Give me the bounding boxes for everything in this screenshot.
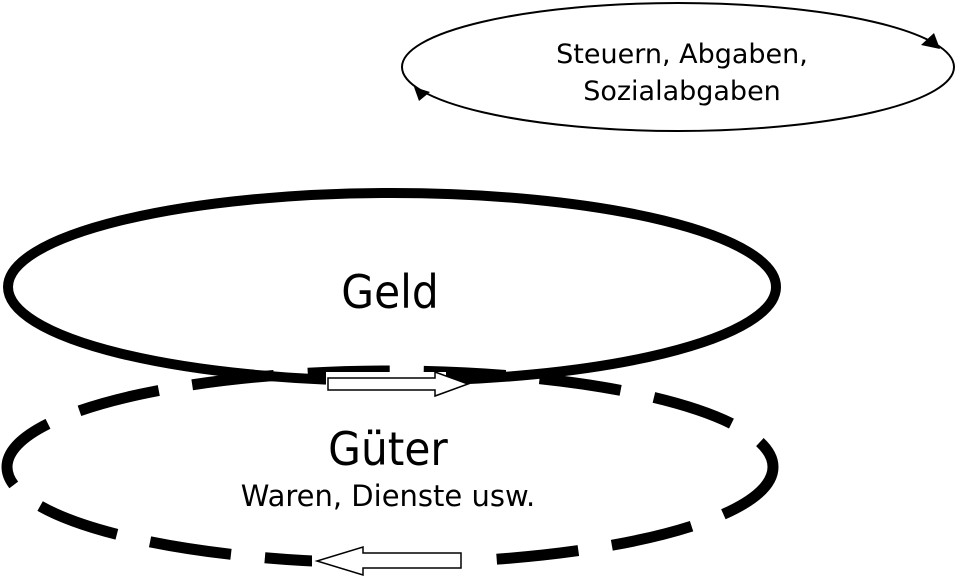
goods-flow-arrow <box>312 545 467 577</box>
arrow-right-outline-icon <box>327 370 471 398</box>
goods-label: Güter <box>328 422 448 476</box>
taxes-ellipse <box>401 2 955 132</box>
money-flow-arrow <box>326 370 471 398</box>
goods-sublabel: Waren, Dienste usw. <box>240 479 536 513</box>
taxes-label: Steuern, Abgaben, Sozialabgaben <box>482 36 882 110</box>
taxes-label-line2: Sozialabgaben <box>583 76 781 107</box>
arrowhead-upper-right-icon <box>921 33 940 49</box>
taxes-label-line1: Steuern, Abgaben, <box>556 39 808 70</box>
arrowhead-lower-left-icon <box>414 87 430 101</box>
arrow-left-outline-icon <box>314 545 462 577</box>
taxes-cycle <box>401 2 955 132</box>
money-label: Geld <box>341 265 439 319</box>
